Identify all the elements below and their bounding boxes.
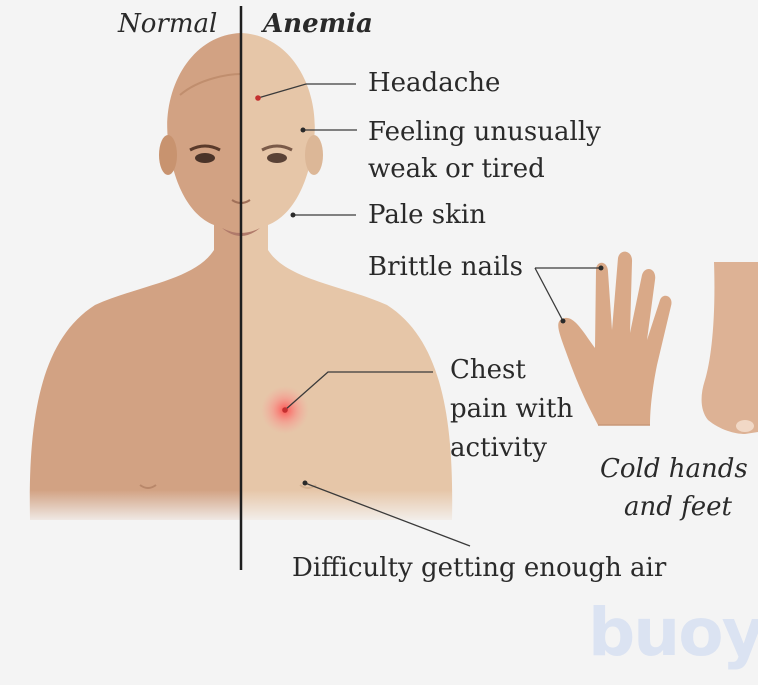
chest-label-line3: activity xyxy=(450,432,547,465)
headache-label: Headache xyxy=(368,67,500,100)
normal-header: Normal xyxy=(118,8,217,41)
cold-label-line2: and feet xyxy=(624,491,732,524)
brittle-nails-label: Brittle nails xyxy=(368,251,523,284)
weak-label-line1: Feeling unusually xyxy=(368,116,601,149)
chest-label-line2: pain with xyxy=(450,393,573,426)
air-label: Difficulty getting enough air xyxy=(292,552,666,585)
anemia-header: Anemia xyxy=(263,8,373,41)
hand-illustration xyxy=(558,252,671,425)
pale-skin-label: Pale skin xyxy=(368,199,486,232)
foot-illustration xyxy=(702,262,758,434)
weak-label-line2: weak or tired xyxy=(368,153,545,186)
chest-label-line1: Chest xyxy=(450,354,526,387)
cold-label-line1: Cold hands xyxy=(600,453,748,486)
buoy-watermark: buoy xyxy=(588,594,758,671)
